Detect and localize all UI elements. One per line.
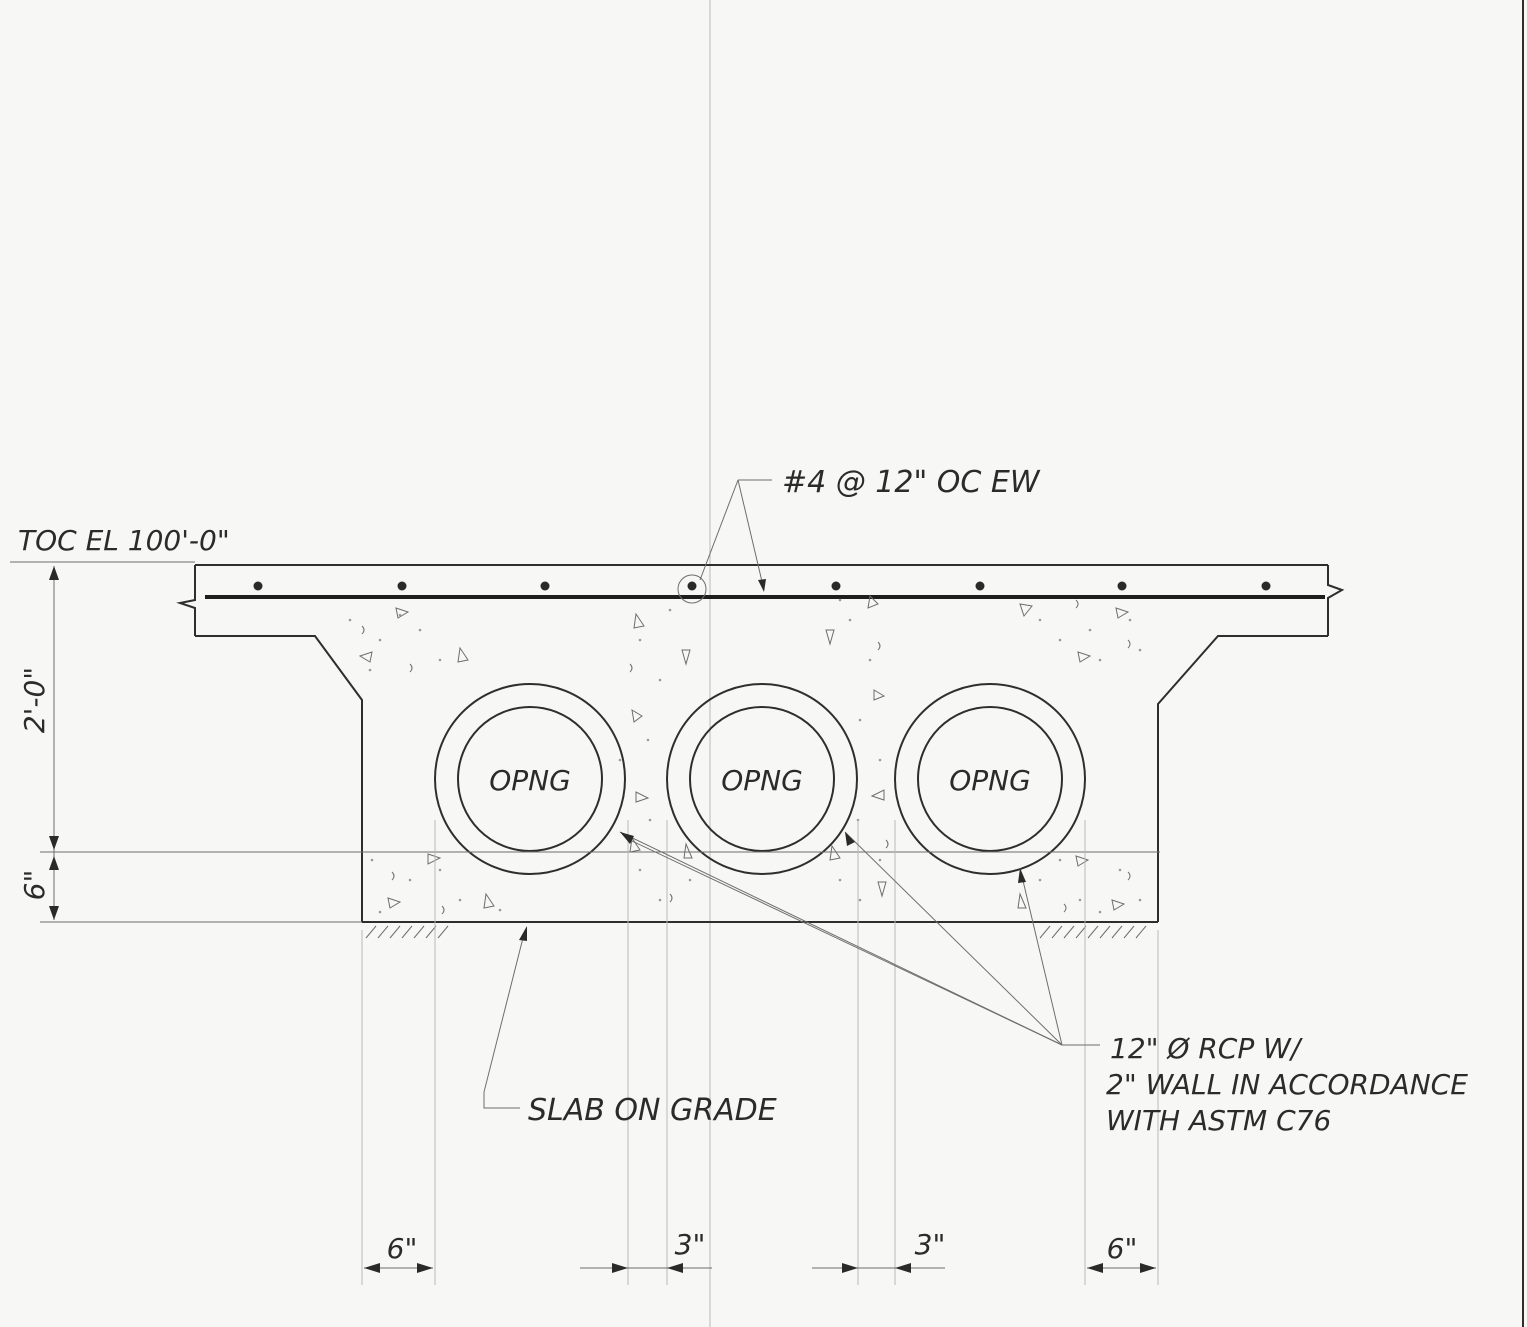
pipe-note-line-1: 12" Ø RCP W/ bbox=[1110, 1032, 1303, 1065]
slab-thickness-dim: 6" bbox=[18, 870, 51, 901]
beam-depth-dim: 2'-0" bbox=[18, 667, 51, 733]
concrete-aggregate bbox=[358, 594, 1131, 915]
top-elevation-label: TOC EL 100'-0" bbox=[18, 524, 230, 557]
pipe-note-line-3: WITH ASTM C76 bbox=[1106, 1104, 1331, 1137]
ground-hatch bbox=[365, 925, 1147, 939]
extension-lines bbox=[361, 820, 1159, 1285]
pipes bbox=[434, 683, 1086, 875]
opening-label-center: OPNG bbox=[721, 764, 803, 797]
horizontal-dimensions bbox=[364, 1263, 1156, 1273]
rebar-callout-circle bbox=[677, 574, 707, 604]
rebar-label: #4 @ 12" OC EW bbox=[782, 465, 1041, 500]
vertical-dimensions bbox=[10, 561, 1160, 923]
concrete-section bbox=[176, 564, 1345, 923]
rebar-dots bbox=[253, 581, 1271, 591]
slab-on-grade-label: SLAB ON GRADE bbox=[528, 1093, 777, 1128]
concrete-stipple bbox=[348, 598, 1142, 914]
dim-outer-right: 6" bbox=[1107, 1232, 1138, 1265]
slab-leader bbox=[483, 926, 527, 1109]
dim-inner-left: 3" bbox=[675, 1228, 706, 1261]
opening-label-left: OPNG bbox=[489, 764, 571, 797]
pipe-leader bbox=[619, 831, 1100, 1046]
dim-inner-right: 3" bbox=[915, 1228, 946, 1261]
opening-label-right: OPNG bbox=[949, 764, 1031, 797]
rebar-leader bbox=[699, 479, 772, 592]
dim-outer-left: 6" bbox=[387, 1232, 418, 1265]
pipe-note-line-2: 2" WALL IN ACCORDANCE bbox=[1106, 1068, 1468, 1101]
